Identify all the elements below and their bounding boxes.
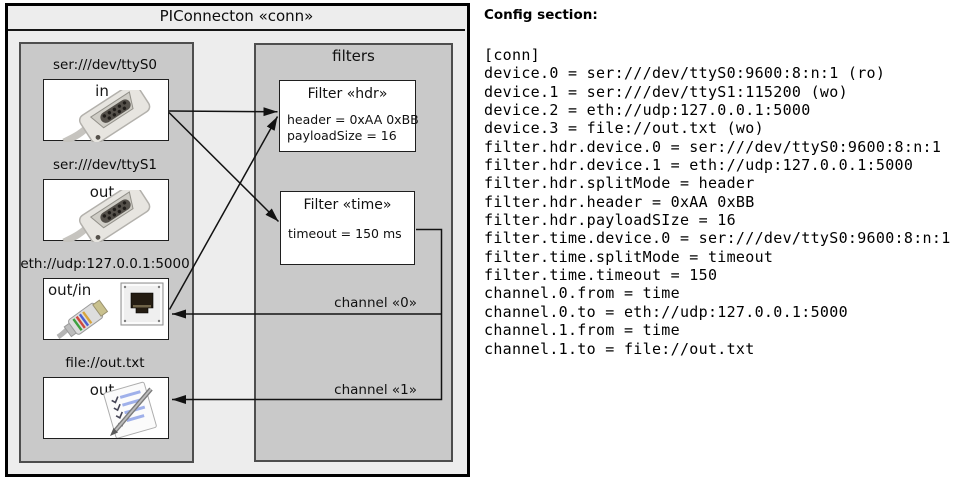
port-direction-label: out <box>89 183 115 201</box>
device-label-file: file://out.txt <box>65 355 145 371</box>
port-direction-label: in <box>95 82 109 100</box>
device-label-ttys0: ser:///dev/ttyS0 <box>53 57 157 73</box>
serial-connector-icon <box>62 90 151 142</box>
ethernet-wallplate-icon <box>120 282 164 326</box>
device-box-ttys1: out <box>43 179 169 242</box>
filter-attribute: timeout = 150 ms <box>288 226 402 241</box>
document-icon <box>103 381 157 438</box>
filter-box-time: Filter «time» timeout = 150 ms <box>280 191 415 265</box>
filter-attributes: timeout = 150 ms <box>288 226 402 242</box>
rj45-plug-icon <box>56 299 109 339</box>
config-text: [conn] device.0 = ser:///dev/ttyS0:9600:… <box>484 46 951 358</box>
device-box-ttys0: in <box>43 79 169 142</box>
filter-box-hdr: Filter «hdr» header = 0xAA 0xBB payloadS… <box>279 80 419 152</box>
serial-connector-icon <box>62 190 151 242</box>
port-direction-label: out/in <box>48 281 92 299</box>
diagram-title: PIConnecton «conn» <box>159 7 314 25</box>
config-heading: Config section: <box>484 7 598 23</box>
channel-0-label: channel «0» <box>334 295 417 311</box>
channel-1-label: channel «1» <box>334 382 417 398</box>
device-label-ttys1: ser:///dev/ttyS1 <box>53 157 157 173</box>
filter-attribute: payloadSize = 16 <box>287 127 397 143</box>
filters-panel-title: filters <box>332 47 375 65</box>
filter-attributes: header = 0xAA 0xBB payloadSize = 16 <box>287 112 419 143</box>
filter-attribute: header = 0xAA 0xBB <box>287 112 419 127</box>
filter-title: Filter «time» <box>303 197 392 213</box>
device-box-file: out <box>43 377 169 439</box>
device-label-eth: eth://udp:127.0.0.1:5000 <box>20 256 190 272</box>
title-separator <box>8 29 465 31</box>
device-box-eth: out/in <box>43 278 169 340</box>
filter-title: Filter «hdr» <box>307 86 388 102</box>
